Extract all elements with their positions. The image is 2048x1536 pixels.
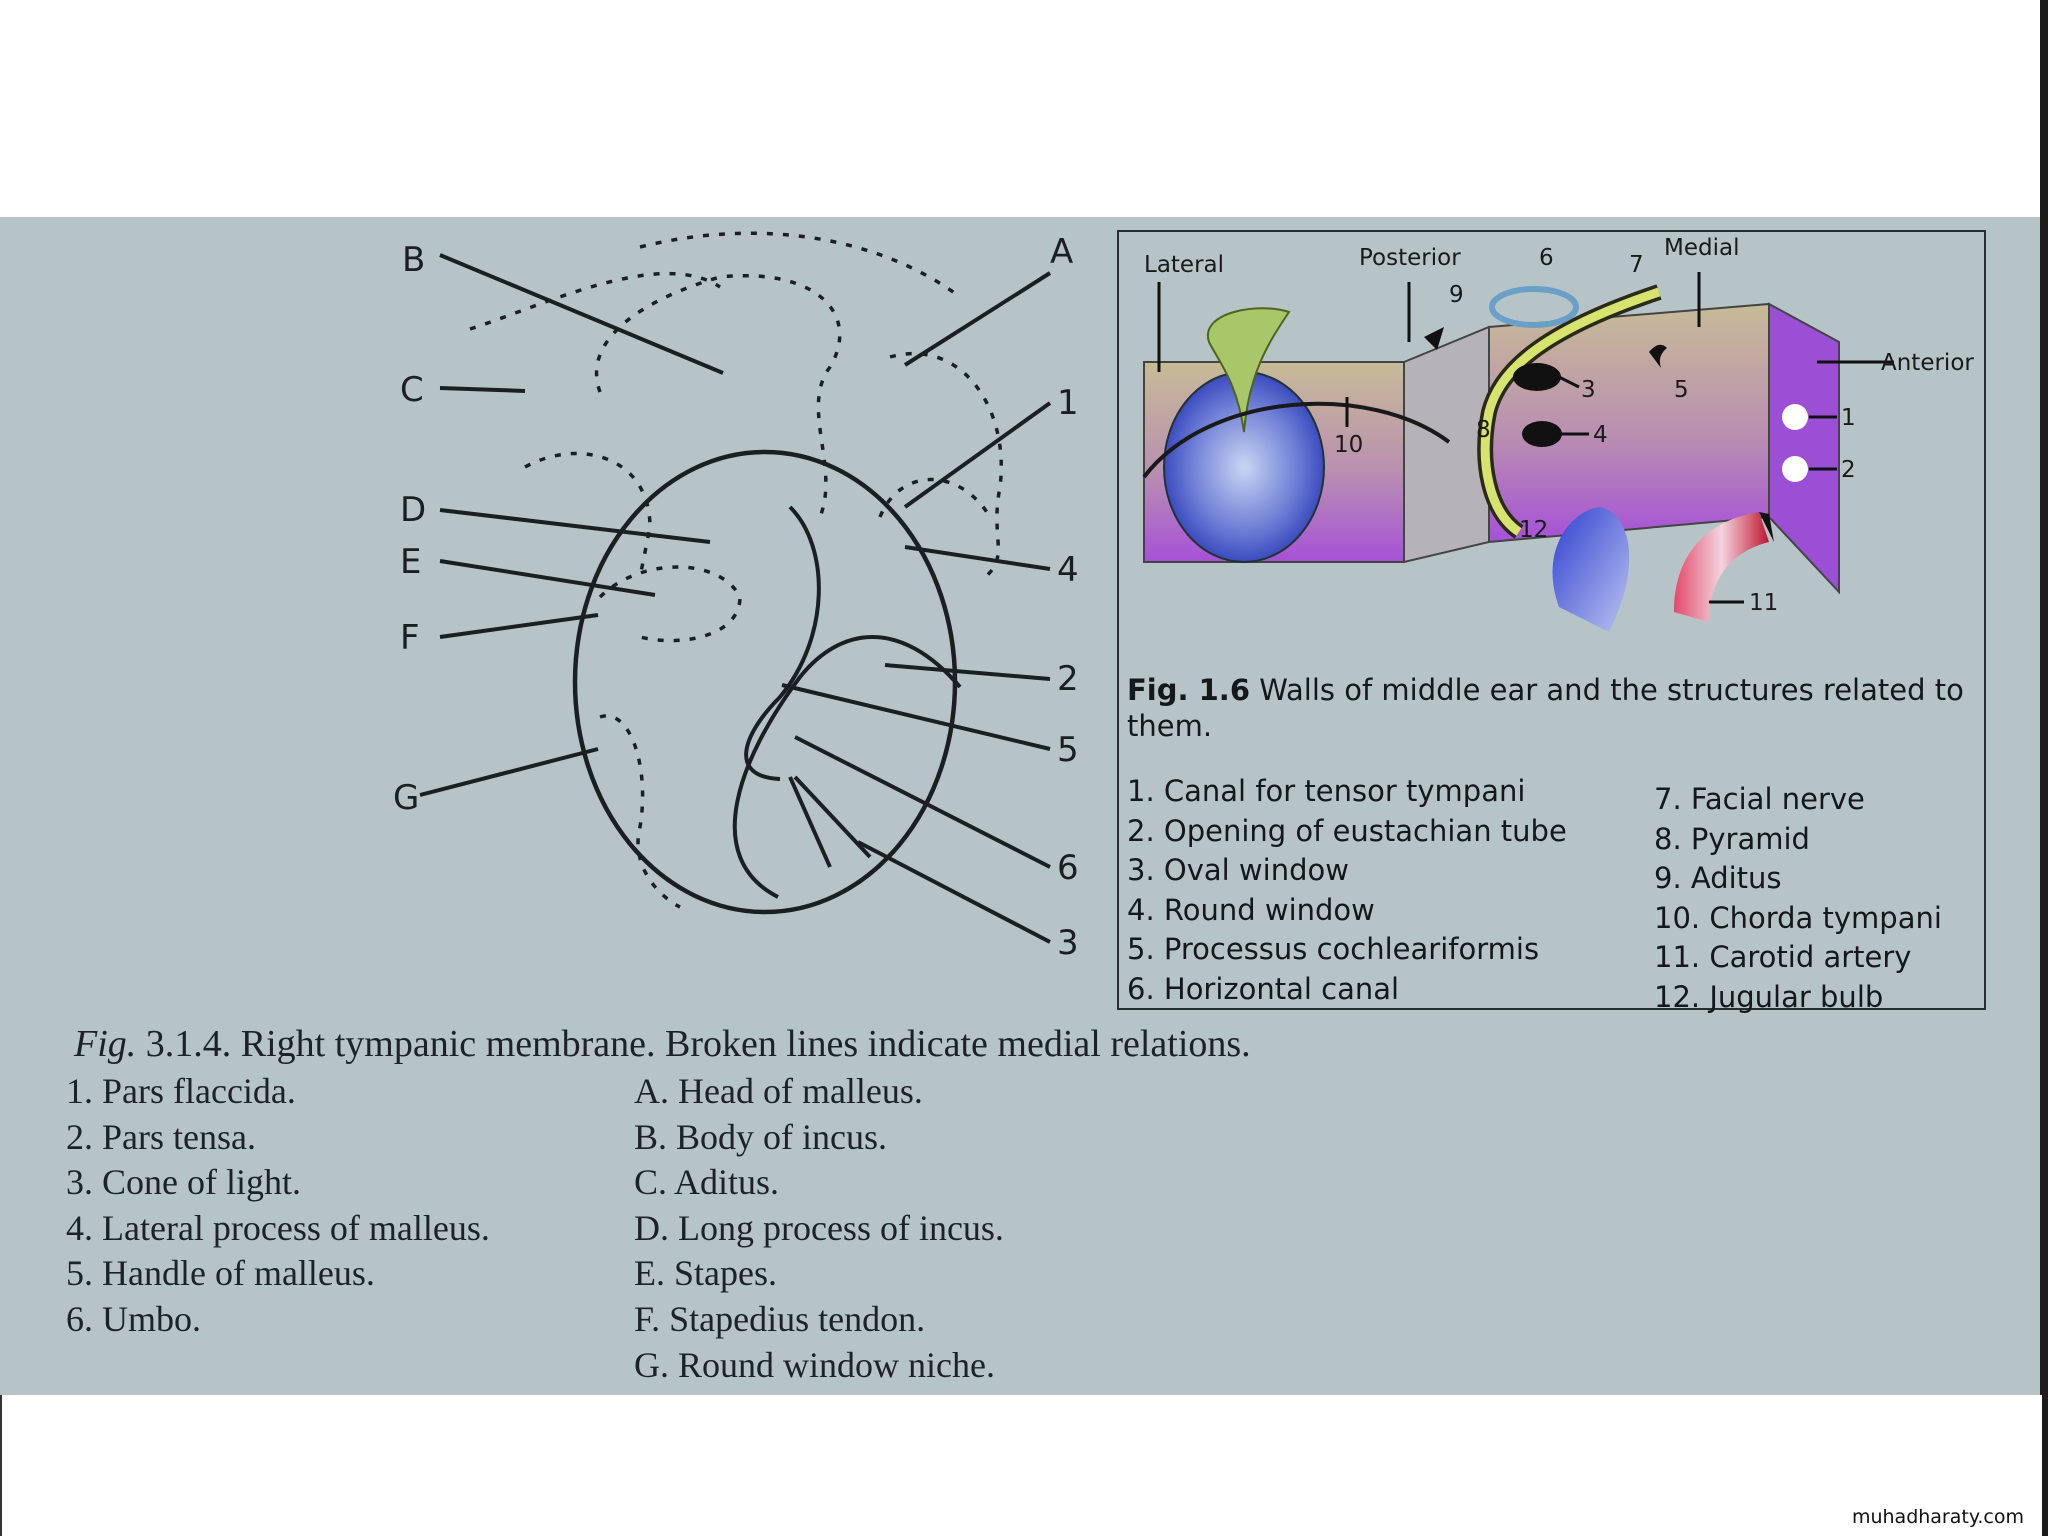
legend-item: 3. Cone of light. (66, 1162, 301, 1203)
label-1: 1 (1057, 383, 1079, 423)
middle-ear-legend-left: 1. Canal for tensor tympani 2. Opening o… (1127, 772, 1567, 1009)
caption-text: 3.1.4. Right tympanic membrane. Broken l… (145, 1023, 1251, 1065)
label-E: E (400, 542, 421, 582)
me-label-1: 1 (1841, 405, 1856, 431)
wall-label-anterior: Anterior (1881, 350, 1974, 376)
legend-item: D. Long process of incus. (634, 1207, 1004, 1248)
me-label-4: 4 (1593, 422, 1608, 448)
legend-item: 3. Oval window (1127, 853, 1349, 887)
label-F: F (400, 618, 420, 658)
me-label-7: 7 (1629, 252, 1644, 278)
legend-item: 5. Processus cochleariformis (1127, 932, 1540, 966)
caption-fig: Fig. (74, 1023, 137, 1065)
legend-item: 6. Horizontal canal (1127, 971, 1400, 1006)
legend-item: 6. Umbo. (66, 1298, 201, 1339)
label-G: G (393, 778, 419, 818)
tympanic-caption: Fig. 3.1.4. Right tympanic membrane. Bro… (74, 1022, 1474, 1066)
me-label-3: 3 (1581, 377, 1596, 403)
middle-ear-walls-diagram: Lateral Posterior Medial Anterior 6 7 9 … (1142, 235, 1974, 632)
textbook-photo: B A C D E F G 1 4 2 5 6 3 Fig. 3.1.4. Ri… (0, 217, 2040, 1395)
me-label-2: 2 (1841, 457, 1856, 483)
legend-item: 9. Aditus (1654, 861, 1782, 895)
label-4: 4 (1057, 550, 1079, 590)
legend-item: 8. Pyramid (1654, 821, 1810, 856)
legend-item: F. Stapedius tendon. (634, 1298, 926, 1339)
label-A: A (1050, 232, 1073, 272)
legend-item: 1. Canal for tensor tympani (1127, 774, 1526, 808)
me-label-6: 6 (1539, 245, 1554, 271)
legend-item: 7. Facial nerve (1654, 782, 1865, 816)
label-B: B (402, 240, 425, 280)
me-label-8: 8 (1476, 417, 1491, 443)
me-label-12: 12 (1519, 517, 1548, 543)
me-label-9: 9 (1449, 282, 1464, 308)
legend-item: 5. Handle of malleus. (66, 1253, 375, 1294)
site-watermark[interactable]: muhadharaty.com (1851, 1506, 2024, 1528)
caption-fig-bold: Fig. 1.6 (1127, 673, 1250, 707)
legend-item: A. Head of malleus. (634, 1071, 923, 1111)
me-label-5: 5 (1674, 377, 1689, 403)
label-6: 6 (1057, 848, 1079, 888)
tympanic-legend-letters: A. Head of malleus. B. Body of incus. C.… (634, 1069, 1004, 1388)
label-3: 3 (1057, 923, 1079, 963)
label-5: 5 (1057, 730, 1079, 770)
caption-text: Walls of middle ear and the structures r… (1127, 673, 1964, 743)
tympanic-membrane-diagram: B A C D E F G 1 4 2 5 6 3 (393, 231, 1079, 963)
slide-right-edge (2040, 0, 2048, 1536)
legend-item: G. Round window niche. (634, 1344, 995, 1385)
middle-ear-caption: Fig. 1.6 Walls of middle ear and the str… (1127, 672, 1977, 744)
legend-item: 11. Carotid artery (1654, 940, 1912, 974)
legend-item: 2. Opening of eustachian tube (1127, 813, 1567, 848)
wall-label-posterior: Posterior (1359, 245, 1461, 271)
legend-item: 10. Chorda tympani (1654, 900, 1942, 935)
label-2: 2 (1057, 659, 1079, 699)
label-C: C (400, 370, 424, 410)
legend-item: 2. Pars tensa. (66, 1116, 256, 1157)
legend-item: C. Aditus. (634, 1162, 780, 1203)
legend-item: E. Stapes. (634, 1253, 777, 1294)
legend-item: B. Body of incus. (634, 1116, 888, 1157)
label-D: D (400, 490, 426, 530)
legend-item: 1. Pars flaccida. (66, 1071, 296, 1111)
middle-ear-legend-right: 7. Facial nerve 8. Pyramid 9. Aditus 10.… (1654, 780, 1942, 1017)
me-label-10: 10 (1334, 432, 1363, 458)
slide-bottom-margin (0, 1395, 2042, 1536)
me-label-11: 11 (1749, 590, 1778, 616)
tympanic-legend-numbers: 1. Pars flaccida. 2. Pars tensa. 3. Cone… (66, 1069, 490, 1343)
legend-item: 12. Jugular bulb (1654, 979, 1884, 1014)
legend-item: 4. Round window (1127, 892, 1375, 927)
wall-label-medial: Medial (1664, 235, 1739, 261)
wall-label-lateral: Lateral (1144, 252, 1224, 278)
legend-item: 4. Lateral process of malleus. (66, 1207, 490, 1248)
middle-ear-figure-box: Lateral Posterior Medial Anterior 6 7 9 … (1117, 230, 1986, 1014)
